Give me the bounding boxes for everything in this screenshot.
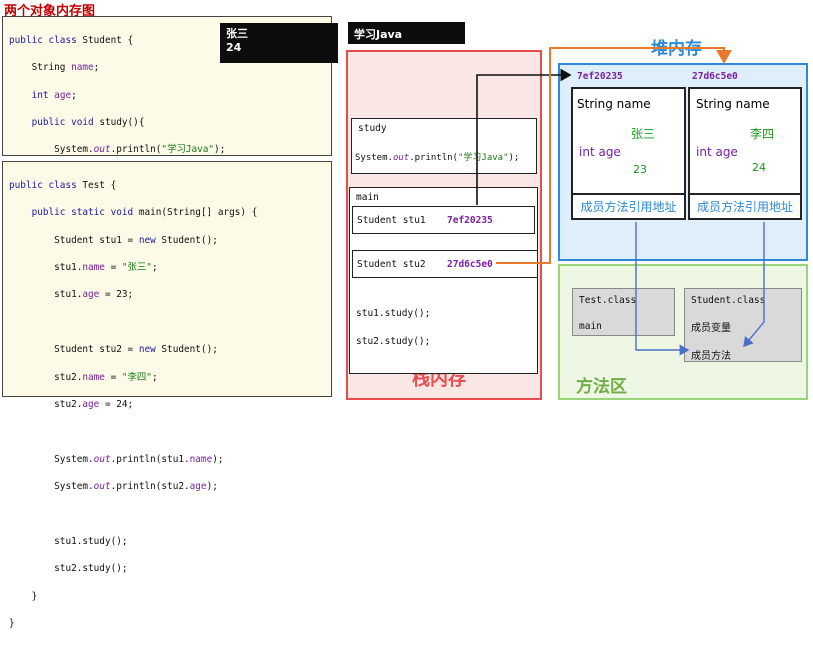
variable-address: 7ef20235	[447, 215, 493, 226]
variable-label: Student stu2	[357, 259, 426, 270]
code-line	[9, 508, 325, 522]
method-reference: 成员方法引用地址	[690, 193, 800, 220]
class-method: main	[579, 321, 602, 332]
code-line: public void study(){	[31, 116, 145, 128]
code-line: }	[9, 590, 38, 602]
code-line: Student stu2 = new Student();	[9, 344, 218, 356]
main-stack-frame: main Student stu1 7ef20235 Student stu2 …	[349, 187, 538, 374]
console-output: 张三 24	[220, 23, 338, 63]
study-stack-frame: study System.out.println("学习Java");	[351, 118, 537, 174]
code-line: Student stu1 = new Student();	[9, 234, 218, 246]
stu2-variable: Student stu2 27d6c5e0	[352, 250, 538, 278]
heap-object-stu1: String name 张三 int age 23 成员方法引用地址	[571, 87, 686, 220]
code-line: stu2.name = "李四";	[9, 371, 158, 383]
variable-label: Student stu1	[357, 215, 426, 226]
code-line: stu2.age = 24;	[9, 398, 134, 410]
code-line: }	[9, 618, 15, 630]
code-line: public static void main(String[] args) {	[31, 207, 258, 219]
method-call: stu1.study();	[356, 308, 431, 319]
stack-memory-label: 栈内存	[412, 369, 466, 390]
test-class-block: Test.class main	[572, 288, 675, 336]
field-decl: int age	[696, 145, 738, 159]
console-line: 24	[226, 41, 242, 54]
method-reference-label: 成员方法引用地址	[580, 200, 677, 214]
method-reference-label: 成员方法引用地址	[696, 200, 793, 214]
field-decl: int age	[579, 145, 621, 159]
code-line: System.out.println("学习Java");	[9, 144, 226, 156]
class-name: Test.class	[579, 295, 637, 306]
code-line: stu1.name = "张三";	[9, 261, 158, 273]
field-value: 张三	[631, 127, 656, 141]
field-value: 李四	[750, 127, 775, 141]
field-name: String name	[577, 97, 651, 111]
heap-memory-label: 堆内存	[651, 39, 702, 59]
code-line	[9, 316, 325, 330]
class-member-methods: 成员方法	[691, 351, 731, 362]
code-line: stu2.study();	[9, 563, 128, 575]
class-member-vars: 成员变量	[691, 323, 731, 334]
method-call: stu2.study();	[356, 336, 431, 347]
student-class-block: Student.class 成员变量 成员方法	[684, 288, 802, 362]
code-line: System.out.println(stu1.name);	[9, 453, 224, 465]
stu1-variable: Student stu1 7ef20235	[352, 206, 535, 234]
console-line: 张三	[226, 27, 248, 40]
code-line: stu1.age = 23;	[9, 289, 134, 301]
code-line: int age;	[31, 89, 77, 101]
code-line: System.out.println(stu2.age);	[9, 481, 218, 493]
class-name: Student.class	[691, 295, 766, 306]
field-decl: String name	[577, 97, 651, 111]
frame-name: study	[358, 123, 387, 134]
page-title: 两个对象内存图	[4, 4, 96, 19]
field-value: 24	[752, 161, 766, 174]
console-output-study: 学习Java	[348, 22, 465, 44]
object-address: 27d6c5e0	[692, 71, 738, 82]
code-line	[9, 425, 325, 439]
object-address: 7ef20235	[577, 71, 623, 82]
code-line: String name;	[9, 62, 100, 74]
code-line: public class Test {	[9, 179, 117, 191]
field-decl: String name	[696, 97, 770, 111]
frame-code: System.out.println("学习Java");	[355, 153, 520, 163]
code-line: stu1.study();	[9, 535, 128, 547]
field-name: String name	[696, 97, 770, 111]
code-line: public class Student {	[9, 34, 134, 46]
method-area-label: 方法区	[576, 377, 627, 397]
test-class-code: public class Test { public static void m…	[2, 161, 332, 629]
heap-object-stu2: String name 李四 int age 24 成员方法引用地址	[688, 87, 802, 220]
field-value: 23	[633, 163, 647, 176]
frame-name: main	[356, 192, 379, 203]
method-reference: 成员方法引用地址	[573, 193, 684, 220]
variable-address: 27d6c5e0	[447, 259, 493, 270]
console-line: 学习Java	[354, 28, 403, 41]
